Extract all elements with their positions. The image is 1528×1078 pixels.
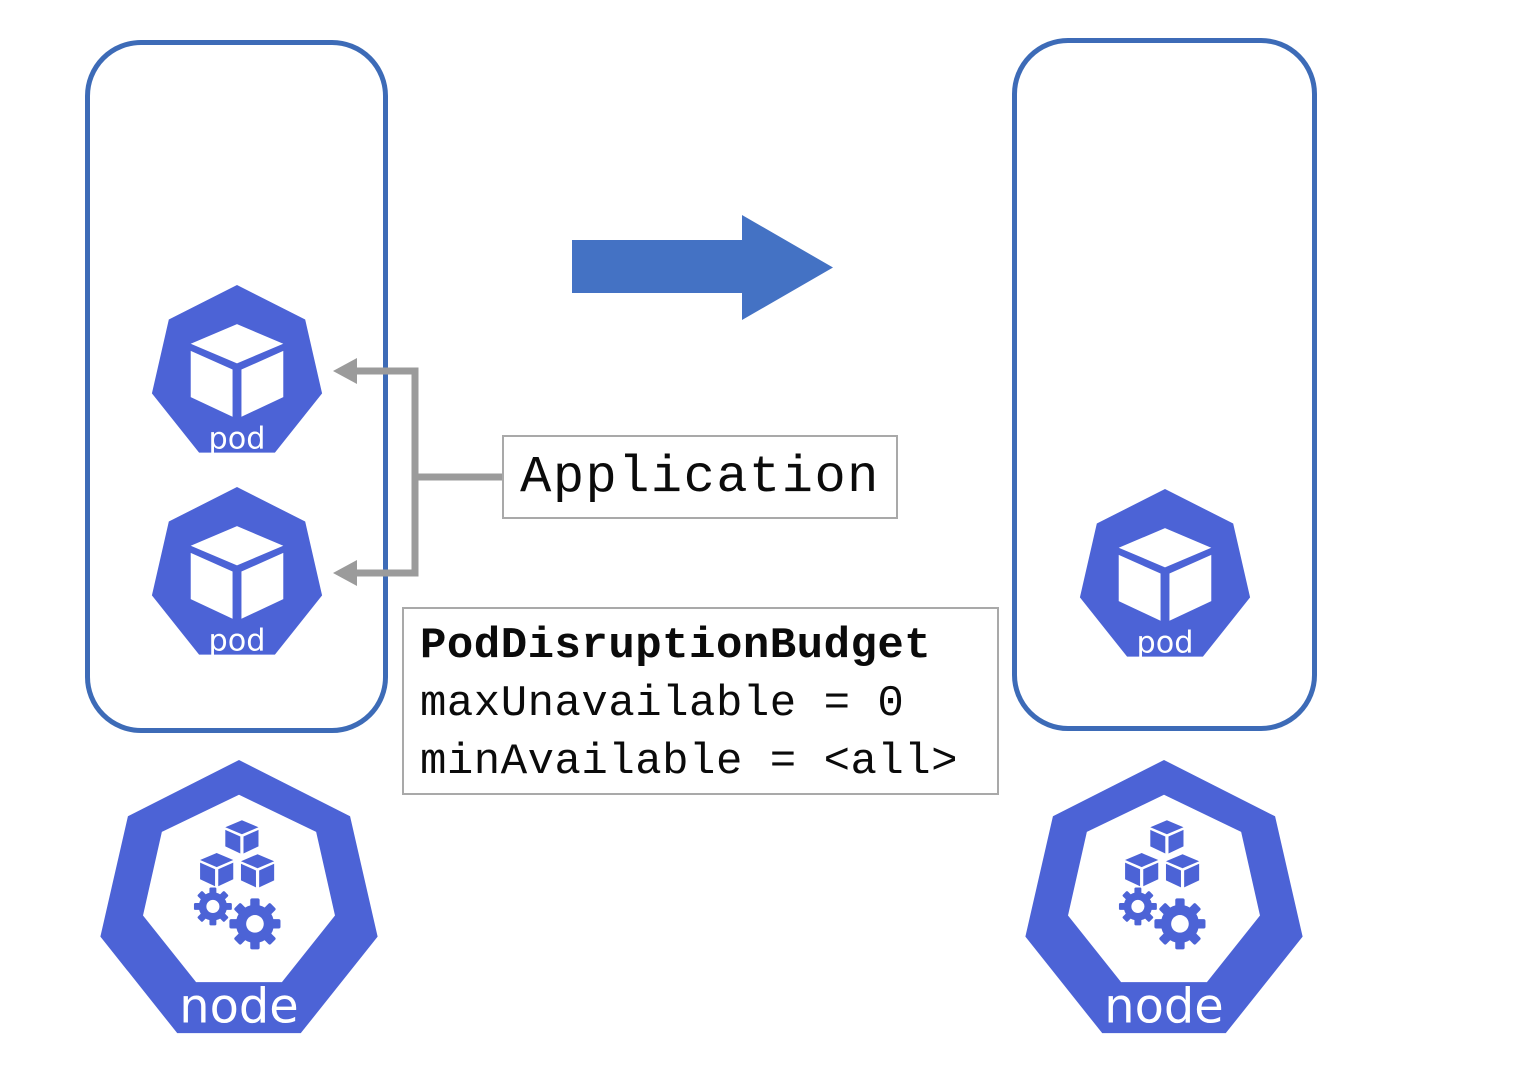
pdb-title: PodDisruptionBudget (420, 621, 932, 671)
node-boundary-before (85, 40, 388, 733)
connector-bracket (333, 358, 503, 586)
pod-label: pod (209, 624, 266, 659)
pod-label: pod (209, 422, 266, 457)
node-label: node (179, 979, 298, 1034)
pdb-line-max-unavailable: maxUnavailable = 0 (420, 679, 905, 729)
application-label: Application (520, 447, 880, 507)
pdb-box: PodDisruptionBudget maxUnavailable = 0 m… (402, 607, 999, 795)
node-label: node (1104, 979, 1223, 1034)
transition-arrow-icon (572, 215, 833, 320)
pod-icon: pod (151, 487, 323, 659)
pod-label: pod (1137, 626, 1194, 661)
application-label-box: Application (502, 435, 898, 519)
pdb-line-min-available: minAvailable = <all> (420, 737, 959, 787)
arrowhead-left-top-icon (333, 358, 357, 384)
pod-icon: pod (1079, 489, 1251, 661)
node-icon: node (100, 760, 378, 1034)
arrowhead-left-bottom-icon (333, 560, 357, 586)
pod-icon: pod (151, 285, 323, 457)
node-icon: node (1025, 760, 1303, 1034)
node-boundary-after (1012, 38, 1317, 731)
